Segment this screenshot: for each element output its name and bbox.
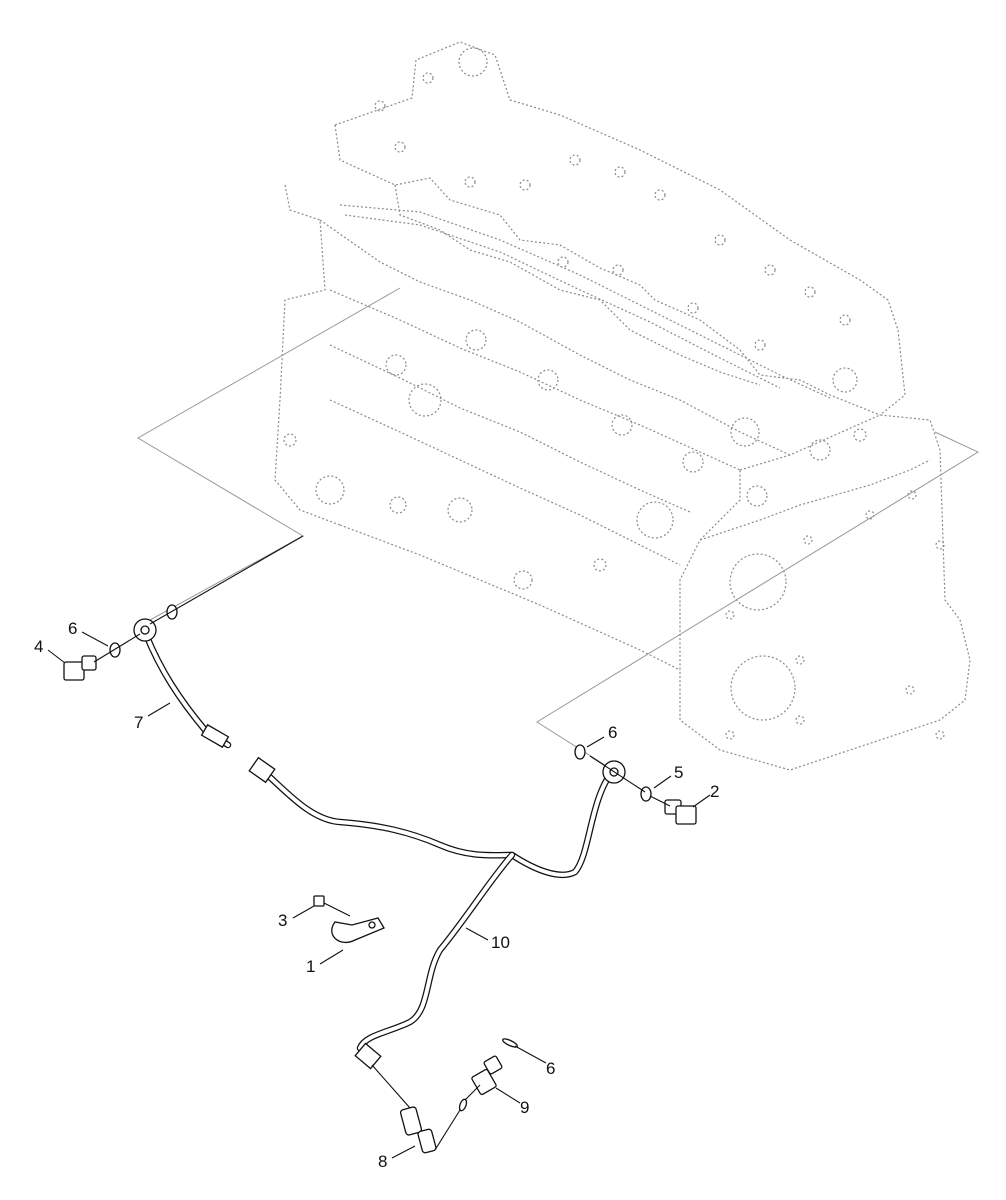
engine-block [137, 41, 980, 771]
part-4-banjo-bolt [63, 655, 97, 681]
callout-8: 8 [378, 1152, 387, 1171]
callout-leaders [47, 631, 711, 1159]
part-9-adapter [471, 1055, 503, 1096]
callout-7: 7 [134, 713, 143, 732]
callout-9: 9 [520, 1098, 529, 1117]
callout-5: 5 [674, 763, 683, 782]
part-1-clip [331, 917, 385, 944]
part-6-washer-right [574, 744, 586, 760]
assembly-lines [93, 535, 671, 1151]
callout-6-lower: 6 [546, 1059, 555, 1078]
part-3-bolt [313, 895, 351, 917]
part-6-washer-left-inner [109, 642, 121, 658]
callout-10: 10 [491, 933, 510, 952]
part-6-o-ring-lower [502, 1038, 518, 1048]
callout-6-right: 6 [608, 723, 617, 742]
part-2-banjo-bolt [664, 799, 697, 825]
part-10-oil-tube [248, 756, 626, 1070]
callout-6-left: 6 [68, 619, 77, 638]
callout-1: 1 [306, 957, 315, 976]
part-5-washer [640, 786, 652, 802]
part-7-oil-feed-tube [133, 618, 232, 749]
part-o-ring-small [458, 1098, 468, 1112]
callouts: 4 6 7 6 5 2 3 1 10 6 9 8 [34, 619, 719, 1171]
callout-3: 3 [278, 911, 287, 930]
callout-4: 4 [34, 637, 43, 656]
callout-2: 2 [710, 782, 719, 801]
part-6-washer-left-outer [166, 604, 178, 620]
part-8-connector [399, 1106, 437, 1154]
